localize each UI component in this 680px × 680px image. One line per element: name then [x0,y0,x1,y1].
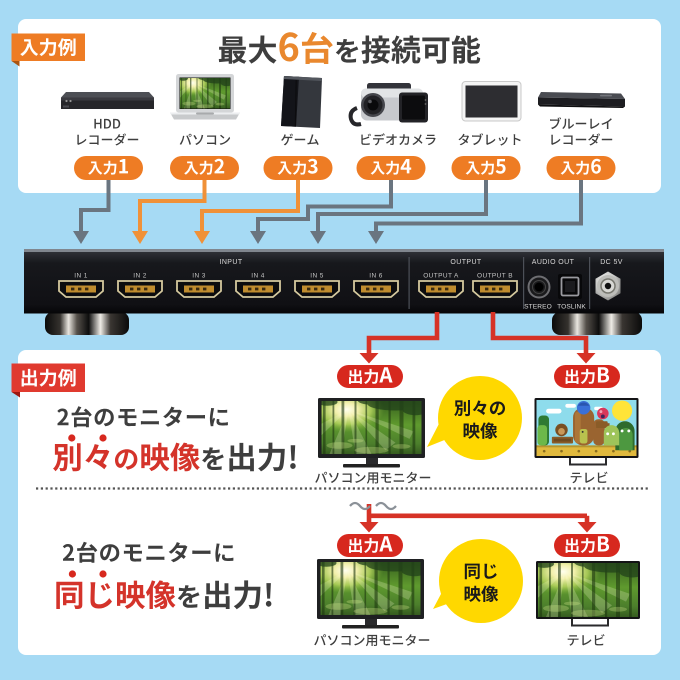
svg-text:IN 2: IN 2 [133,273,147,280]
svg-text:IN 3: IN 3 [192,273,206,280]
svg-text:OUTPUT: OUTPUT [450,259,481,266]
svg-text:OUTPUT B: OUTPUT B [477,273,513,280]
svg-text:TOSLINK: TOSLINK [557,304,586,311]
svg-text:STEREO: STEREO [524,304,552,311]
svg-text:OUTPUT A: OUTPUT A [423,273,459,280]
svg-text:AUDIO OUT: AUDIO OUT [532,259,575,266]
svg-text:IN 6: IN 6 [369,273,383,280]
svg-text:INPUT: INPUT [220,259,243,266]
svg-text:DC 5V: DC 5V [600,259,623,266]
svg-text:IN 4: IN 4 [251,273,265,280]
svg-text:IN 1: IN 1 [74,273,88,280]
svg-text:IN 5: IN 5 [310,273,324,280]
